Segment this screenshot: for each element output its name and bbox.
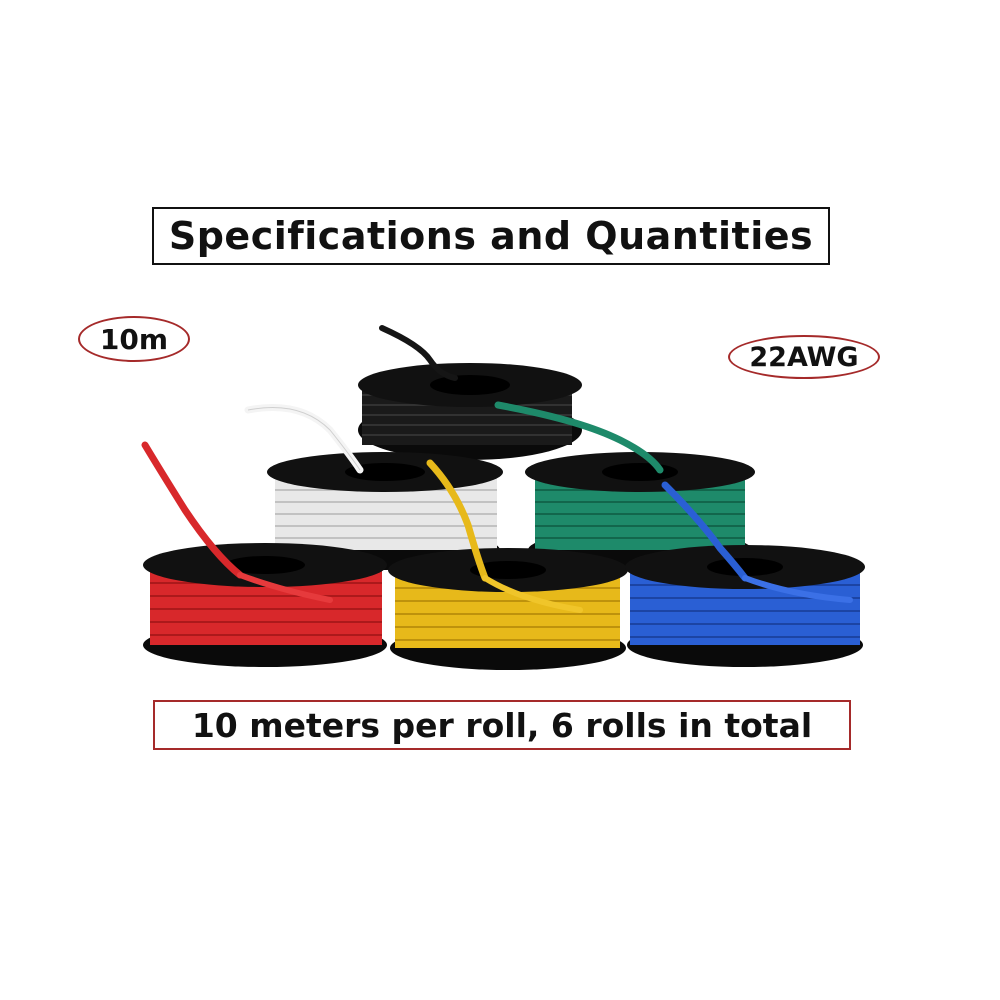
reel-red bbox=[141, 441, 387, 667]
title-text: Specifications and Quantities bbox=[168, 214, 814, 258]
reel-black bbox=[358, 325, 582, 460]
caption-text: 10 meters per roll, 6 rolls in total bbox=[191, 705, 813, 745]
length-badge-text: 10m bbox=[99, 322, 169, 356]
gauge-badge: 22AWG bbox=[728, 335, 880, 379]
reel-yellow bbox=[388, 459, 628, 670]
title-box: Specifications and Quantities bbox=[152, 207, 830, 265]
reel-white bbox=[244, 404, 503, 570]
gauge-badge-text: 22AWG bbox=[749, 341, 859, 373]
caption-box: 10 meters per roll, 6 rolls in total bbox=[153, 700, 851, 750]
length-badge: 10m bbox=[78, 316, 190, 362]
reel-blue bbox=[625, 481, 865, 667]
